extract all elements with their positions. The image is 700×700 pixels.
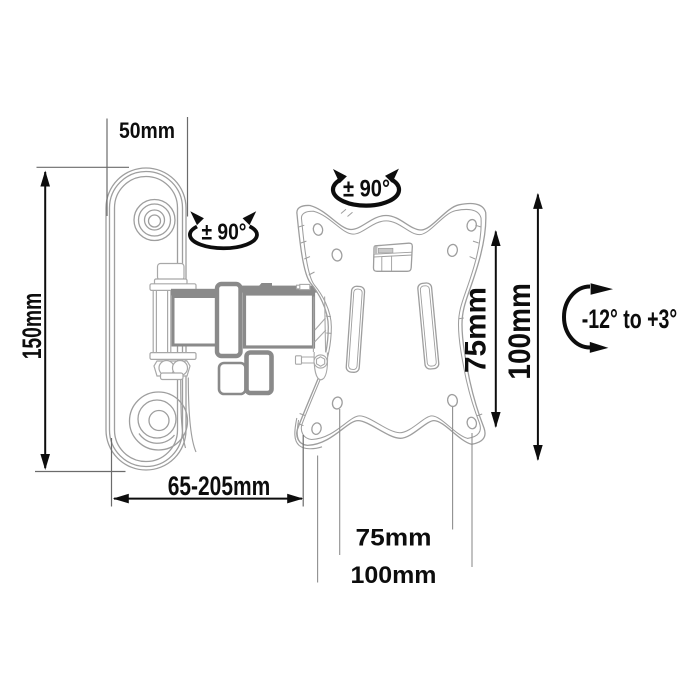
svg-text:100mm: 100mm: [351, 562, 437, 589]
svg-text:100mm: 100mm: [501, 283, 537, 380]
svg-text:-12° to +3°: -12° to +3°: [582, 304, 678, 334]
svg-text:± 90°: ± 90°: [202, 219, 247, 245]
svg-text:65-205mm: 65-205mm: [168, 471, 271, 501]
svg-text:75mm: 75mm: [459, 287, 492, 373]
svg-text:75mm: 75mm: [356, 525, 432, 552]
svg-text:150mm: 150mm: [17, 293, 47, 360]
svg-text:50mm: 50mm: [119, 118, 175, 143]
svg-text:± 90°: ± 90°: [343, 176, 390, 203]
